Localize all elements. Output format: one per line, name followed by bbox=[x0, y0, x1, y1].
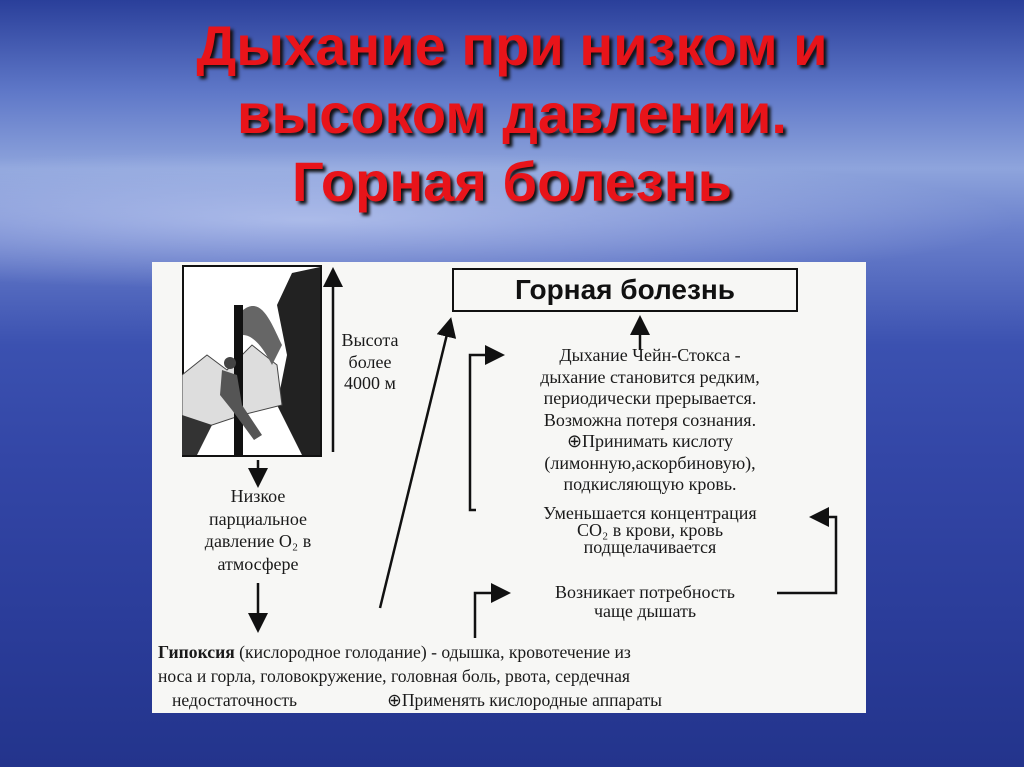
text-line: Возможна потеря сознания. bbox=[543, 409, 757, 430]
text-line: носа и горла, головокружение, головная б… bbox=[158, 666, 630, 686]
text-line: дыхание становится редким, bbox=[540, 366, 760, 387]
slide-title: Дыхание при низком и высоком давлении. Г… bbox=[0, 12, 1024, 216]
title-line: высоком давлении. bbox=[237, 82, 787, 145]
title-line: Дыхание при низком и bbox=[196, 14, 828, 77]
text-line: атмосфере bbox=[217, 553, 299, 574]
text-line: Низкое bbox=[230, 486, 286, 506]
text-line: подкисляющую кровь. bbox=[563, 474, 737, 494]
text-line: чаще дышать bbox=[593, 601, 697, 621]
text-line: CO₂ в крови, кровь bbox=[576, 520, 724, 540]
text-line: недостаточность ⊕Применять кислородные ап… bbox=[158, 688, 858, 712]
climber-illustration bbox=[182, 265, 322, 457]
bracket-cheyne bbox=[468, 345, 505, 512]
cheyne-stokes-text: Дыхание Чейн-Стокса - дыхание становится… bbox=[480, 345, 820, 496]
hypoxia-term: Гипоксия bbox=[158, 642, 235, 662]
low-pressure-text: Низкое парциальное давление O₂ в атмосфе… bbox=[178, 485, 338, 575]
text-line: более bbox=[348, 351, 392, 372]
text-line: Возникает потребность bbox=[555, 582, 735, 602]
text-line: Высота bbox=[341, 330, 399, 350]
text-line: Дыхание Чейн-Стокса - bbox=[559, 345, 741, 365]
text-span: недостаточность bbox=[172, 690, 298, 710]
title-line: Горная болезнь bbox=[291, 150, 733, 213]
text-line: подщелачивается bbox=[583, 537, 717, 557]
mountain-sickness-box: Горная болезнь bbox=[452, 268, 798, 312]
text-line: ⊕Принимать кислоту bbox=[566, 431, 734, 451]
hypoxia-text: Гипоксия (кислородное голодание) - одышк… bbox=[158, 640, 858, 712]
altitude-label: Высота более 4000 м bbox=[335, 330, 405, 395]
text-line: Уменьшается концентрация bbox=[543, 503, 757, 523]
text-line: (лимонную,аскорбиновую), bbox=[544, 452, 756, 473]
text-line: парциальное bbox=[208, 508, 308, 529]
bracket-need bbox=[473, 583, 511, 638]
text-line: 4000 м bbox=[344, 373, 396, 393]
text-line: периодически прерывается. bbox=[543, 388, 757, 408]
text-span: (кислородное голодание) - одышка, кровот… bbox=[234, 642, 631, 662]
bracket-right bbox=[777, 507, 838, 595]
need-breathe-text: Возникает потребность чаще дышать bbox=[510, 583, 780, 621]
text-line: давление O₂ в bbox=[204, 531, 312, 551]
co2-text: Уменьшается концентрация CO₂ в крови, кр… bbox=[480, 503, 820, 557]
diagonal-arrow bbox=[378, 317, 457, 609]
oxygen-advice: ⊕Применять кислородные аппараты bbox=[387, 690, 663, 710]
text-line: Гипоксия (кислородное голодание) - одышк… bbox=[158, 640, 858, 664]
